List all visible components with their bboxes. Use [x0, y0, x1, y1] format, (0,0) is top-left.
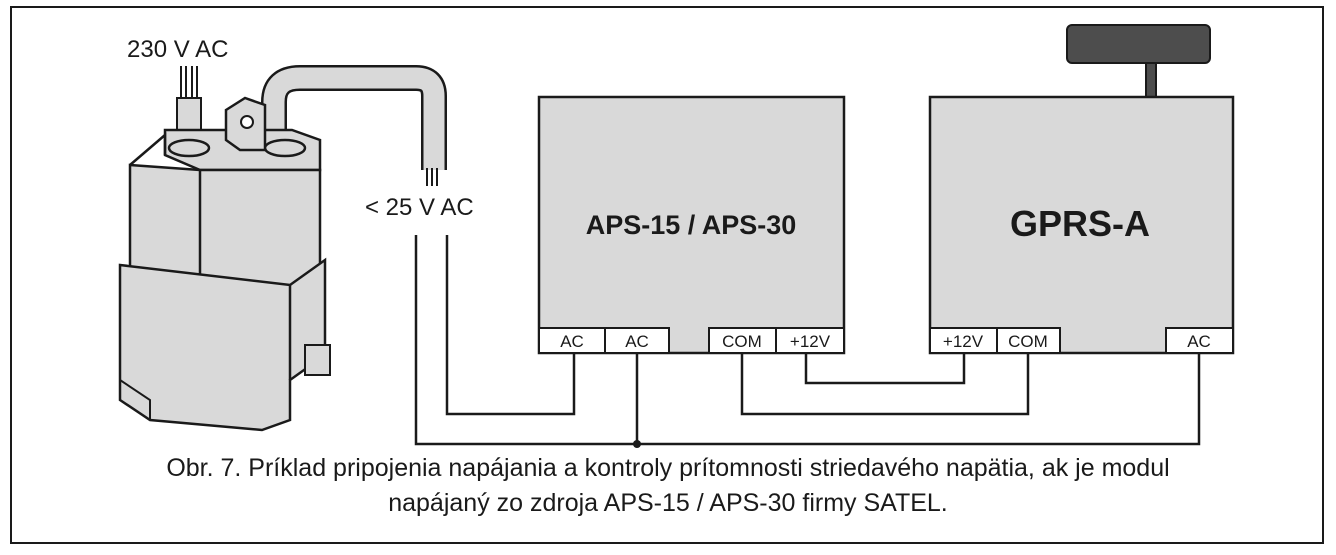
psu-terminal-ac-1: AC	[560, 332, 584, 351]
module-terminal-ac: AC	[1187, 332, 1211, 351]
module-terminal-com: COM	[1008, 332, 1048, 351]
wire-12v	[804, 353, 966, 385]
module-title: GPRS-A	[1010, 203, 1150, 244]
wire-ac-2	[414, 235, 1201, 446]
antenna	[1066, 24, 1211, 64]
gprs-module: GPRS-A +12V COM AC	[928, 24, 1235, 355]
wiring	[414, 235, 1201, 448]
module-terminals: +12V COM AC	[929, 327, 1234, 354]
psu-terminal-12v: +12V	[790, 332, 831, 351]
caption-line-1: Obr. 7. Príklad pripojenia napájania a k…	[166, 454, 1170, 482]
transformer	[118, 65, 447, 432]
psu-title: APS-15 / APS-30	[586, 210, 797, 240]
secondary-label: < 25 V AC	[365, 194, 474, 221]
wire-com	[740, 353, 1030, 416]
caption-line-2: napájaný zo zdroja APS-15 / APS-30 firmy…	[388, 489, 948, 517]
junction-dot	[633, 440, 641, 448]
secondary-wires	[426, 168, 438, 186]
supply-label: 230 V AC	[127, 36, 228, 63]
module-terminal-12v: +12V	[943, 332, 984, 351]
psu-terminal-com: COM	[722, 332, 762, 351]
figure-frame	[10, 6, 1324, 544]
wire-ac-1	[445, 235, 576, 416]
psu-terminals: AC AC COM +12V	[538, 327, 845, 354]
psu-terminal-ac-2: AC	[625, 332, 649, 351]
power-supply-unit: APS-15 / APS-30 AC AC COM +12V	[537, 95, 846, 355]
